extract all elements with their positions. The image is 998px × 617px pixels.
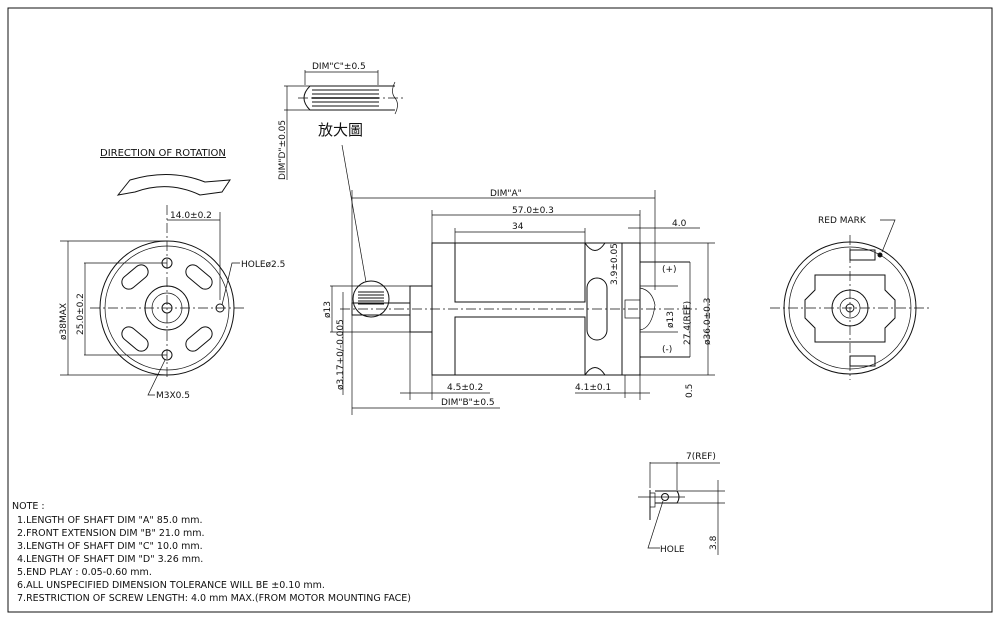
shaft-detail: DIM"C"±0.5 DIM"D"±0.05 放大圖 — [278, 62, 405, 283]
plus-label: (+) — [662, 265, 677, 275]
direction-of-rotation: DIRECTION OF ROTATION — [100, 148, 231, 196]
direction-label: DIRECTION OF ROTATION — [100, 148, 226, 159]
red-mark-label: RED MARK — [818, 216, 867, 226]
note-item: 3.LENGTH OF SHAFT DIM "C" 10.0 mm. — [17, 541, 203, 552]
dim-shaft: ø3.17+0/-0.005 — [336, 319, 346, 390]
dim-d: DIM"D"±0.05 — [278, 120, 288, 180]
dim-34: 34 — [512, 222, 524, 232]
dim-3-9: 3.9±0.05 — [610, 243, 620, 285]
terminal-detail: 7(REF) HOLE 3.8 — [638, 452, 725, 555]
minus-label: (-) — [662, 345, 672, 355]
dim-b: DIM"B"±0.5 — [441, 398, 495, 408]
dim-7ref: 7(REF) — [686, 452, 716, 462]
dim-57: 57.0±0.3 — [512, 206, 554, 216]
dim-d13-left: ø13 — [323, 301, 333, 318]
side-view: (+) (-) DIM"A" 57.0±0.3 34 4.0 3.9±0.05 … — [323, 189, 715, 415]
dim-14: 14.0±0.2 — [170, 211, 212, 221]
dim-c: DIM"C"±0.5 — [312, 62, 366, 72]
m3-label: M3X0.5 — [156, 391, 190, 401]
note-item: 2.FRONT EXTENSION DIM "B" 21.0 mm. — [17, 528, 205, 539]
dim-25: 25.0±0.2 — [76, 293, 86, 335]
dim-a: DIM"A" — [490, 189, 522, 199]
note-item: 4.LENGTH OF SHAFT DIM "D" 3.26 mm. — [17, 554, 203, 565]
dim-4-5: 4.5±0.2 — [447, 383, 483, 393]
rear-view: RED MARK — [770, 216, 930, 380]
notes: NOTE : 1.LENGTH OF SHAFT DIM "A" 85.0 mm… — [12, 501, 411, 604]
dim-d36: ø36.0±0.3 — [703, 298, 713, 345]
dim-4-1: 4.1±0.1 — [575, 383, 611, 393]
front-view: ø38MAX 25.0±0.2 14.0±0.2 HOLEø2.5 M3X0.5 — [59, 205, 285, 401]
terminal-hole-label: HOLE — [660, 545, 685, 555]
hole-label: HOLEø2.5 — [241, 260, 285, 270]
note-item: 1.LENGTH OF SHAFT DIM "A" 85.0 mm. — [17, 515, 203, 526]
dim-3-8: 3.8 — [709, 535, 719, 550]
magnified-label: 放大圖 — [318, 121, 363, 139]
dim-0-5: 0.5 — [685, 384, 695, 398]
dim-4: 4.0 — [672, 219, 687, 229]
note-item: 5.END PLAY : 0.05-0.60 mm. — [17, 567, 152, 578]
drawing-border — [7, 7, 993, 613]
red-mark-dot — [877, 252, 883, 258]
rotation-arrow-icon — [116, 173, 231, 196]
note-item: 6.ALL UNSPECIFIED DIMENSION TOLERANCE WI… — [17, 580, 325, 591]
dim-d13-right: ø13 — [666, 311, 676, 328]
magnify-circle — [352, 280, 390, 318]
dim-38max: ø38MAX — [59, 303, 69, 340]
dim-27-4: 27.4(REF) — [683, 301, 693, 345]
note-item: 7.RESTRICTION OF SCREW LENGTH: 4.0 mm MA… — [17, 593, 411, 604]
notes-title: NOTE : — [12, 501, 45, 512]
